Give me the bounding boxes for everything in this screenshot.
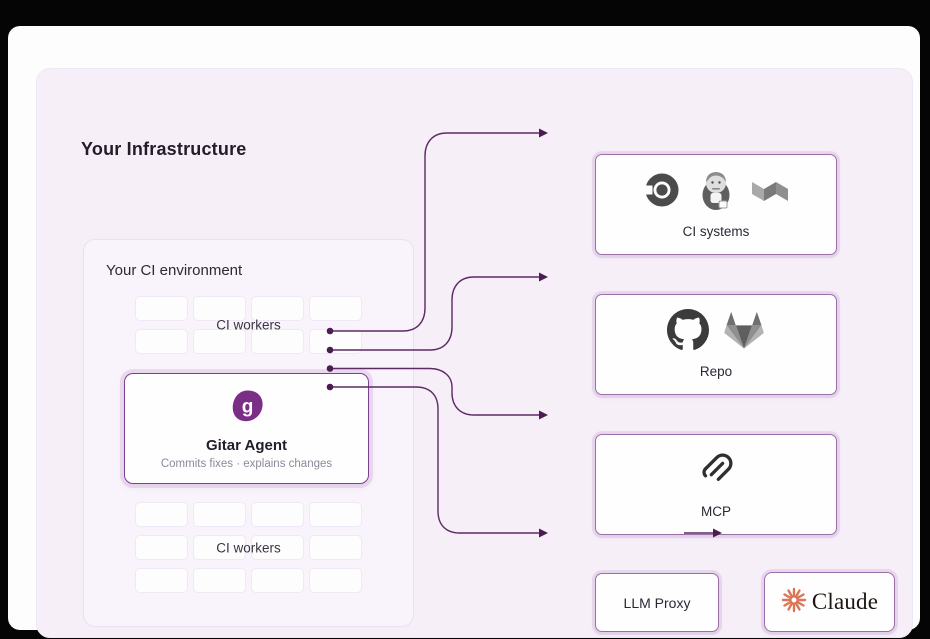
- claude-starburst-icon: [781, 587, 807, 618]
- ci-worker-box: [251, 329, 304, 354]
- ci-worker-box: [193, 568, 246, 593]
- github-icon: [667, 309, 709, 356]
- ci-worker-box: [135, 502, 188, 527]
- ci-worker-box: [309, 502, 362, 527]
- repo-label: Repo: [699, 363, 733, 379]
- ci-worker-box: [193, 535, 246, 560]
- ci-worker-box: [251, 568, 304, 593]
- ci-environment-title: Your CI environment: [106, 262, 243, 279]
- ci-workers-grid-top: CI workers: [135, 296, 362, 354]
- ci-worker-box: [251, 502, 304, 527]
- mcp-label: MCP: [701, 503, 731, 519]
- gitar-agent-node: g Gitar Agent Commits fixes · explains c…: [124, 373, 369, 484]
- claude-wordmark: Claude: [811, 589, 879, 614]
- ci-systems-icons: [642, 171, 790, 215]
- ci-workers-label: CI workers: [216, 540, 281, 555]
- ci-worker-box: [309, 329, 362, 354]
- agent-description: Commits fixes · explains changes: [160, 457, 333, 470]
- ci-worker-box: [135, 568, 188, 593]
- jenkins-icon: [696, 168, 736, 217]
- ci-worker-box: [193, 296, 246, 321]
- ci-worker-box: [135, 329, 188, 354]
- ci-systems-label: CI systems: [682, 223, 750, 239]
- ci-worker-box: [193, 329, 246, 354]
- svg-text:g: g: [241, 396, 253, 417]
- mcp-icon: [694, 448, 738, 497]
- llm-proxy-node: LLM Proxy: [595, 573, 719, 632]
- ci-worker-box: [135, 296, 188, 321]
- buildkite-icon: [750, 176, 790, 209]
- infrastructure-card: Your Infrastructure Your CI environment …: [8, 26, 920, 638]
- ci-worker-box: [251, 535, 304, 560]
- ci-workers-grid-bottom: CI workers: [135, 502, 362, 593]
- agent-name: Gitar Agent: [205, 436, 288, 454]
- mcp-node: MCP: [595, 434, 837, 535]
- page-title: Your Infrastructure: [81, 139, 247, 159]
- ci-worker-box: [309, 535, 362, 560]
- mcp-icons: [694, 451, 738, 495]
- ci-worker-box: [309, 568, 362, 593]
- ci-worker-box: [135, 535, 188, 560]
- llm-proxy-label: LLM Proxy: [623, 594, 691, 611]
- gitar-logo-icon: g: [229, 388, 265, 429]
- ci-systems-node: CI systems: [595, 154, 837, 255]
- ci-worker-box: [251, 296, 304, 321]
- ci-workers-label: CI workers: [216, 317, 281, 333]
- repo-node: Repo: [595, 294, 837, 395]
- gitlab-icon: [723, 310, 765, 355]
- claude-node: Claude: [764, 572, 895, 632]
- ci-worker-box: [193, 502, 246, 527]
- infrastructure-panel: Your Infrastructure Your CI environment …: [36, 68, 913, 638]
- repo-icons: [667, 309, 765, 356]
- circleci-icon: [642, 170, 682, 215]
- ci-workers-grid: [135, 502, 362, 593]
